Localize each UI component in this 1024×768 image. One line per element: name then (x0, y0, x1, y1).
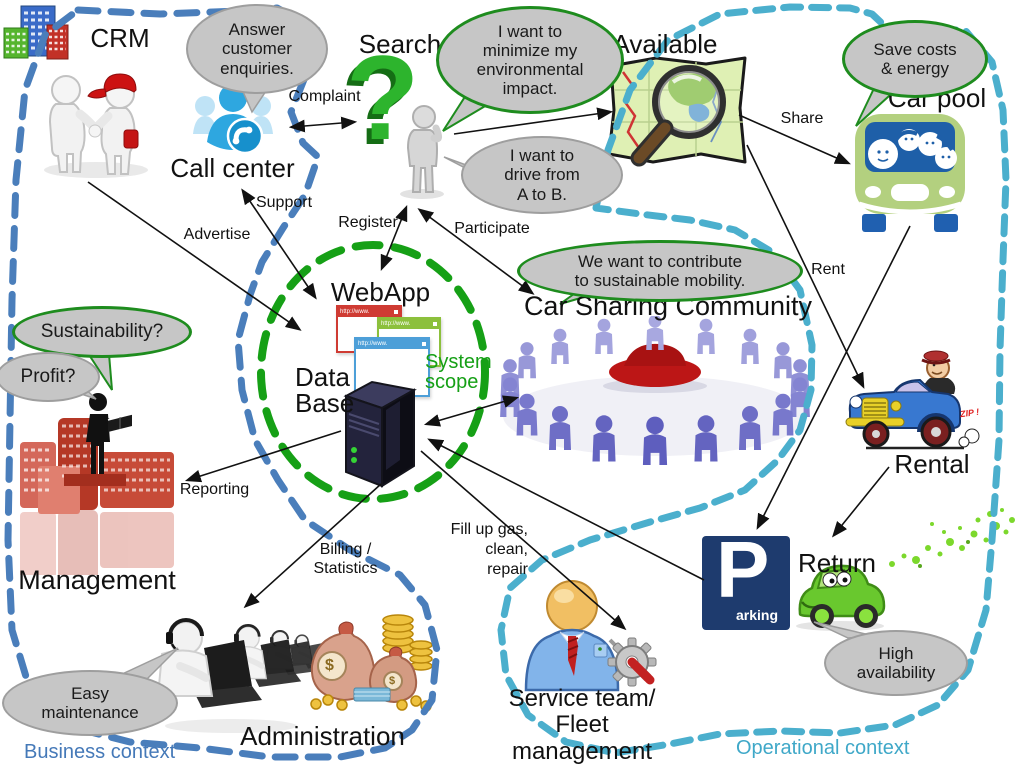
label-return: Return (797, 548, 877, 578)
crm-handshake-icon (44, 73, 148, 178)
webapp-window-title: http://www. (358, 341, 388, 347)
bubble-minimize-impact: I want to minimize my environmental impa… (436, 6, 624, 114)
rental-car-icon (845, 350, 980, 450)
label-call-center: Call center (170, 153, 295, 183)
bubble-profit: Profit? (0, 352, 100, 402)
arrow-label-billing: Billing / Statistics (313, 541, 378, 578)
label-system-scope: System scope (425, 351, 492, 393)
bubble-answer-enquiries: Answer customer enquiries. (186, 4, 328, 94)
office-buildings-icon (3, 5, 69, 60)
money-bags-icon (310, 614, 433, 712)
arrow-label-fill-up: Fill up gas, clean, repair (450, 521, 528, 578)
arrow-label-register: Register (338, 214, 398, 231)
service-team-icon (524, 580, 657, 692)
label-database: Data Base (295, 362, 355, 418)
arrow-complaint (288, 116, 358, 133)
label-administration: Administration (240, 721, 405, 751)
label-business-context: Business context (24, 741, 176, 763)
arrow-label-support: Support (255, 194, 313, 211)
parking-letter: P (716, 525, 770, 614)
arrow-search-available (453, 107, 614, 135)
arrow-label-participate: Participate (454, 220, 530, 237)
community-circle-icon (500, 316, 810, 465)
parking-sign-icon: P arking (702, 530, 790, 630)
management-buildings-icon (20, 393, 174, 575)
map-magnifier-icon (607, 56, 747, 167)
label-service-team: Service team/ Fleet management (508, 685, 656, 765)
label-rental: Rental (894, 449, 970, 479)
label-crm: CRM (90, 23, 150, 53)
parking-small-label: arking (736, 607, 779, 623)
car-pool-van-icon (855, 114, 965, 232)
label-webapp: WebApp (330, 277, 431, 307)
arrow-label-reporting: Reporting (179, 481, 250, 498)
dollar-sign-icon: $ (325, 657, 334, 674)
bubble-contribute: We want to contribute to sustainable mob… (517, 240, 803, 302)
arrow-reporting (184, 430, 342, 483)
bubble-high-availability: High availability (824, 630, 968, 696)
bubble-save-costs: Save costs & energy (842, 20, 988, 98)
arrow-label-advertise: Advertise (183, 226, 251, 243)
webapp-window-title: http://www. (340, 309, 370, 315)
label-available: Available (612, 29, 718, 59)
thinking-figure-icon (400, 105, 444, 199)
label-operational-context: Operational context (736, 737, 910, 759)
bubble-drive-a-to-b: I want to drive from A to B. (461, 136, 623, 214)
label-management: Management (18, 565, 176, 595)
arrow-label-share: Share (780, 110, 824, 127)
dollar-sign-icon: $ (389, 675, 396, 687)
bubble-easy-maintenance: Easy maintenance (2, 670, 178, 736)
webapp-window-title: http://www. (381, 321, 411, 327)
arrow-label-complaint: Complaint (288, 88, 361, 105)
bubble-sustainability: Sustainability? (12, 306, 192, 358)
arrow-label-rent: Rent (811, 261, 845, 278)
